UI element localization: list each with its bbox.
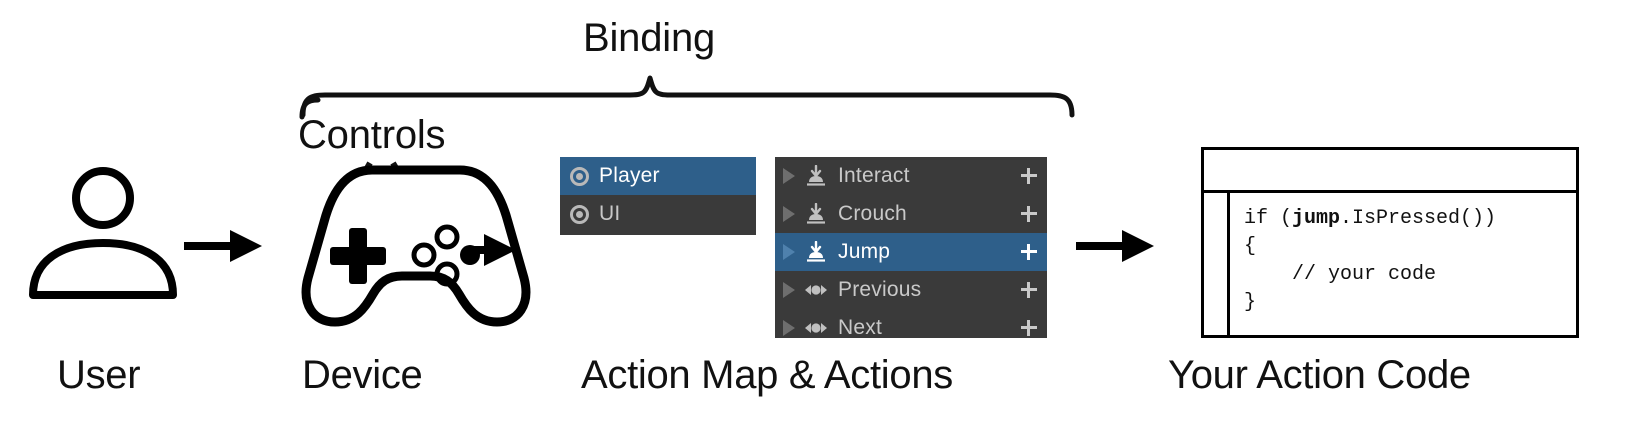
gamepad-dpad-icon: [330, 228, 386, 284]
action-label: Jump: [838, 240, 891, 263]
gamepad-icon: [301, 165, 531, 327]
action-map-row-ui[interactable]: UI: [560, 195, 756, 233]
action-row-jump[interactable]: Jump: [775, 233, 1047, 271]
actions-panel: Interact Crouch Jump: [775, 157, 1047, 338]
action-label: Crouch: [838, 202, 907, 225]
binding-brace: [300, 75, 1075, 118]
foldout-arrow-icon[interactable]: [783, 206, 795, 222]
add-binding-button[interactable]: [1021, 244, 1037, 260]
code-text[interactable]: if (jump.IsPressed()) { // your code }: [1244, 207, 1497, 314]
gamepad-face-buttons-icon: [411, 224, 460, 287]
foldout-arrow-icon[interactable]: [783, 320, 795, 336]
caption-user: User: [57, 353, 141, 397]
axis-action-icon: [805, 285, 827, 295]
controls-brace: [299, 97, 321, 120]
binding-label: Binding: [583, 16, 716, 60]
action-row-previous[interactable]: Previous: [775, 271, 1047, 309]
action-map-label: Player: [599, 164, 660, 187]
action-label: Previous: [838, 278, 922, 301]
add-binding-button[interactable]: [1021, 282, 1037, 298]
button-action-icon: [807, 165, 825, 186]
button-action-icon: [807, 203, 825, 224]
foldout-arrow-icon[interactable]: [783, 244, 795, 260]
user-icon: [29, 167, 177, 299]
caption-your-action-code: Your Action Code: [1168, 353, 1471, 397]
action-label: Next: [838, 316, 882, 338]
control-scheme-icon: [570, 204, 589, 224]
add-binding-button[interactable]: [1021, 206, 1037, 222]
action-label: Interact: [838, 164, 910, 187]
action-map-label: UI: [599, 202, 621, 225]
caption-action-map: Action Map & Actions: [581, 353, 953, 397]
button-action-icon: [807, 241, 825, 262]
arrow-user-to-device: [184, 230, 262, 262]
control-scheme-icon: [570, 166, 589, 186]
foldout-arrow-icon[interactable]: [783, 282, 795, 298]
code-window: if (jump.IsPressed()) { // your code }: [1201, 147, 1579, 338]
foldout-arrow-icon[interactable]: [783, 168, 795, 184]
code-gutter: [1204, 193, 1230, 335]
axis-action-icon: [805, 323, 827, 333]
action-map-row-player[interactable]: Player: [560, 157, 756, 195]
arrow-device-to-actions: [470, 234, 516, 266]
code-window-titlebar: [1204, 150, 1576, 193]
arrow-actions-to-code: [1076, 230, 1154, 262]
code-window-body: if (jump.IsPressed()) { // your code }: [1204, 193, 1576, 335]
add-binding-button[interactable]: [1021, 168, 1037, 184]
add-binding-button[interactable]: [1021, 320, 1037, 336]
action-row-interact[interactable]: Interact: [775, 157, 1047, 195]
controls-label: Controls: [298, 113, 446, 157]
action-map-panel: Player UI: [560, 157, 756, 235]
action-row-crouch[interactable]: Crouch: [775, 195, 1047, 233]
caption-device: Device: [302, 353, 423, 397]
action-row-next[interactable]: Next: [775, 309, 1047, 338]
